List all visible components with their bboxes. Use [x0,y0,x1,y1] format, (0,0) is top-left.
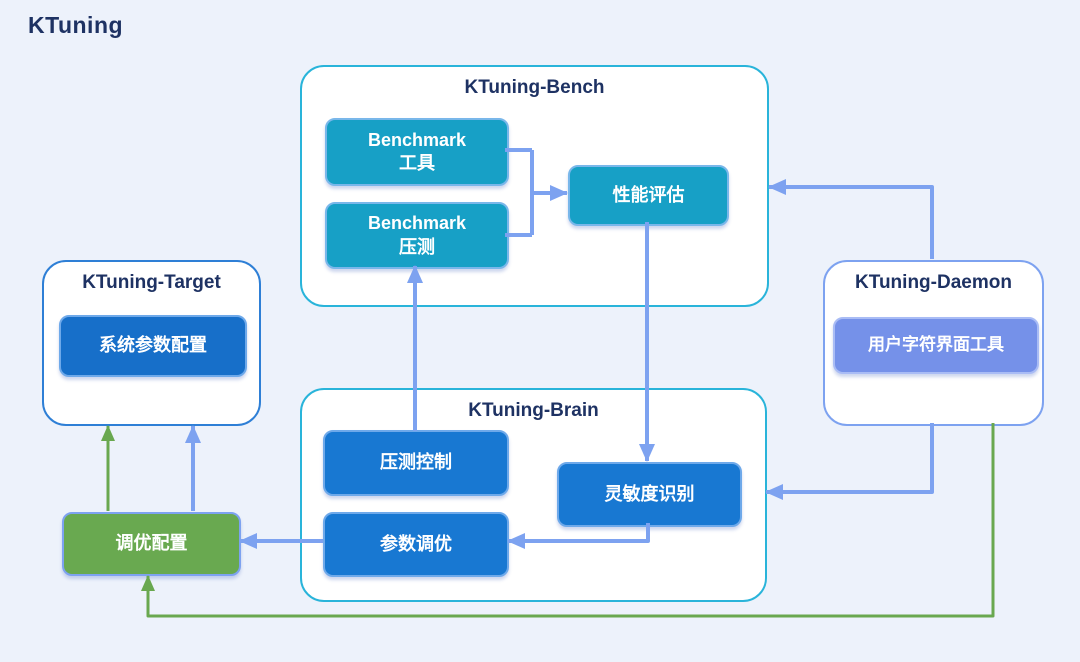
node-cli-tool: 用户字符界面工具 [833,317,1039,374]
container-bench-title: KTuning-Bench [464,77,605,98]
node-benchmark-stress-line1: Benchmark [367,213,467,234]
node-benchmark-stress: Benchmark 压测 [325,202,509,269]
node-stress-control-label: 压测控制 [380,452,452,473]
container-target-title: KTuning-Target [82,272,221,293]
edge-daemon-to-brain [765,423,934,500]
page-title: KTuning [28,12,124,38]
edge-daemon-to-bench [768,179,934,259]
node-cli-tool-label: 用户字符界面工具 [868,335,1004,355]
node-stress-control: 压测控制 [323,430,509,496]
node-performance-evaluation: 性能评估 [568,165,729,226]
container-daemon-title: KTuning-Daemon [855,272,1012,293]
node-system-parameter-config-label: 系统参数配置 [99,335,207,356]
node-benchmark-tool: Benchmark 工具 [325,118,509,186]
node-sensitivity-identification: 灵敏度识别 [557,462,742,527]
node-benchmark-stress-line2: 压测 [399,236,435,257]
container-brain-title: KTuning-Brain [468,400,599,421]
node-sensitivity-identification-label: 灵敏度识别 [604,483,695,504]
node-tuning-config: 调优配置 [62,512,241,576]
node-tuning-config-label: 调优配置 [115,533,188,554]
node-benchmark-tool-line2: 工具 [399,153,435,173]
node-performance-evaluation-label: 性能评估 [612,184,685,205]
node-parameter-tuning-label: 参数调优 [380,533,452,554]
node-benchmark-tool-line1: Benchmark [367,129,467,150]
node-system-parameter-config: 系统参数配置 [59,315,247,377]
node-parameter-tuning: 参数调优 [323,512,509,577]
